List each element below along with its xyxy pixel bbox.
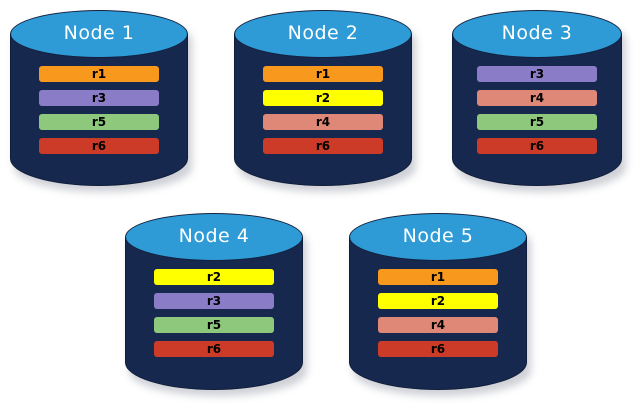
node-title: Node 1: [63, 21, 135, 44]
record-bar-r2[interactable]: r2: [378, 293, 498, 309]
record-bar-r3[interactable]: r3: [39, 90, 159, 106]
record-label: r2: [430, 294, 446, 308]
node-title: Node 3: [501, 21, 573, 44]
cylinder-top-ellipse: Node 1: [10, 10, 188, 58]
record-list: r1 r2 r4 r6: [234, 66, 412, 154]
record-label: r5: [529, 115, 545, 129]
cylinder-side: [234, 34, 412, 186]
cylinder-side: [349, 237, 527, 390]
cylinder-side: [452, 34, 622, 186]
record-label: r2: [315, 91, 331, 105]
record-bar-r4[interactable]: r4: [477, 90, 597, 106]
record-bar-r1[interactable]: r1: [378, 269, 498, 285]
node-title: Node 2: [287, 21, 359, 44]
record-label: r6: [91, 139, 107, 153]
record-label: r6: [206, 342, 222, 356]
record-bar-r5[interactable]: r5: [154, 317, 274, 333]
record-label: r4: [430, 318, 446, 332]
record-label: r1: [430, 270, 446, 284]
database-node-4[interactable]: Node 4 r2 r3 r5 r6: [125, 213, 307, 396]
cylinder-body: Node 5 r1 r2 r4 r6: [349, 213, 527, 390]
cylinder-side: [10, 34, 188, 186]
record-bar-r2[interactable]: r2: [263, 90, 383, 106]
record-bar-r4[interactable]: r4: [378, 317, 498, 333]
cylinder-top-ellipse: Node 3: [452, 10, 622, 58]
cylinder-top-ellipse: Node 5: [349, 213, 527, 261]
node-title: Node 4: [178, 224, 250, 247]
record-label: r2: [206, 270, 222, 284]
record-bar-r6[interactable]: r6: [154, 341, 274, 357]
node-title: Node 5: [402, 224, 474, 247]
record-bar-r1[interactable]: r1: [39, 66, 159, 82]
record-label: r1: [91, 67, 107, 81]
record-bar-r5[interactable]: r5: [39, 114, 159, 130]
record-label: r6: [430, 342, 446, 356]
cylinder-top-ellipse: Node 2: [234, 10, 412, 58]
database-node-3[interactable]: Node 3 r3 r4 r5 r6: [452, 10, 626, 192]
record-label: r3: [206, 294, 222, 308]
record-bar-r2[interactable]: r2: [154, 269, 274, 285]
cylinder-body: Node 2 r1 r2 r4 r6: [234, 10, 412, 186]
database-node-1[interactable]: Node 1 r1 r3 r5 r6: [10, 10, 192, 192]
record-list: r1 r2 r4 r6: [349, 269, 527, 357]
record-bar-r5[interactable]: r5: [477, 114, 597, 130]
record-bar-r1[interactable]: r1: [263, 66, 383, 82]
record-list: r2 r3 r5 r6: [125, 269, 303, 357]
cylinder-top-ellipse: Node 4: [125, 213, 303, 261]
cylinder-body: Node 3 r3 r4 r5 r6: [452, 10, 622, 186]
record-bar-r6[interactable]: r6: [39, 138, 159, 154]
cylinder-side: [125, 237, 303, 390]
record-list: r1 r3 r5 r6: [10, 66, 188, 154]
record-bar-r4[interactable]: r4: [263, 114, 383, 130]
record-label: r5: [206, 318, 222, 332]
record-label: r6: [315, 139, 331, 153]
record-label: r3: [91, 91, 107, 105]
record-label: r3: [529, 67, 545, 81]
record-label: r1: [315, 67, 331, 81]
record-list: r3 r4 r5 r6: [452, 66, 622, 154]
database-node-2[interactable]: Node 2 r1 r2 r4 r6: [234, 10, 416, 192]
record-label: r6: [529, 139, 545, 153]
record-label: r4: [529, 91, 545, 105]
cylinder-body: Node 1 r1 r3 r5 r6: [10, 10, 188, 186]
record-bar-r3[interactable]: r3: [477, 66, 597, 82]
record-label: r5: [91, 115, 107, 129]
record-bar-r6[interactable]: r6: [378, 341, 498, 357]
record-label: r4: [315, 115, 331, 129]
record-bar-r3[interactable]: r3: [154, 293, 274, 309]
record-bar-r6[interactable]: r6: [263, 138, 383, 154]
record-bar-r6[interactable]: r6: [477, 138, 597, 154]
cylinder-body: Node 4 r2 r3 r5 r6: [125, 213, 303, 390]
database-node-5[interactable]: Node 5 r1 r2 r4 r6: [349, 213, 531, 396]
